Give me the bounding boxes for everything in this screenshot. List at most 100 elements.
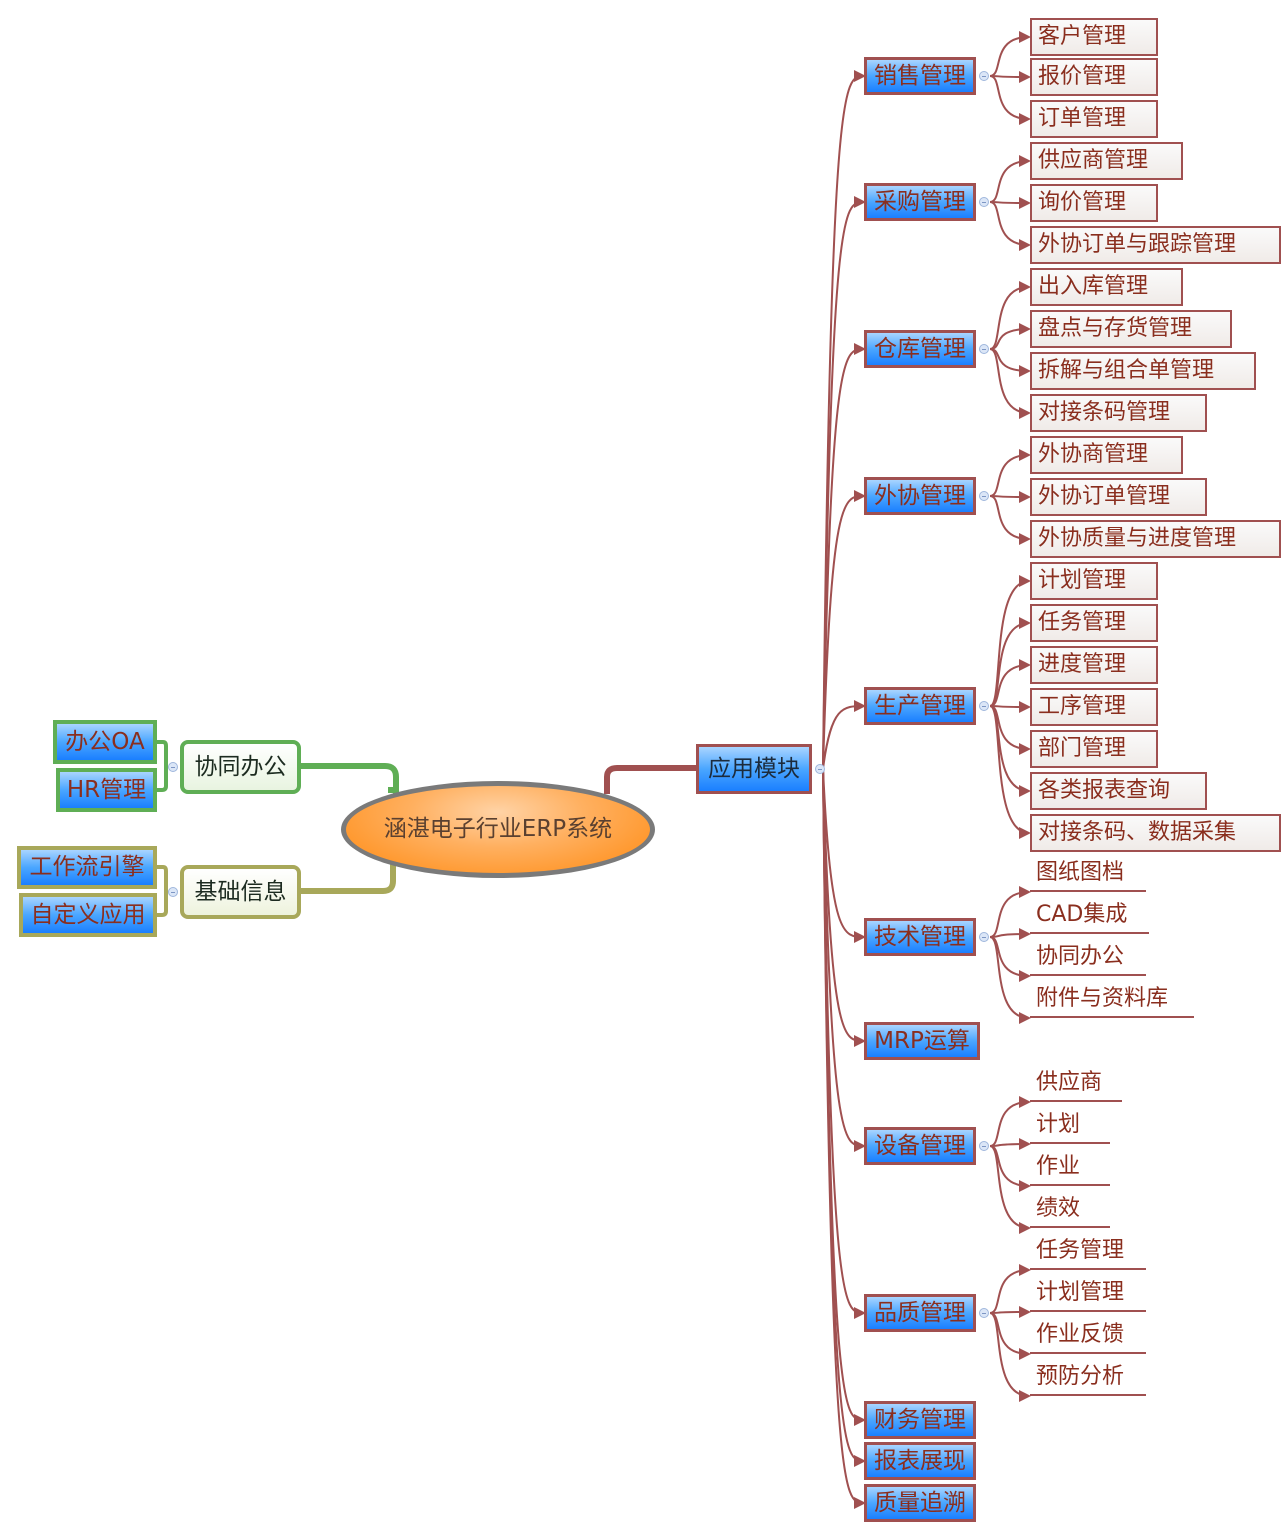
root-topic[interactable]: 涵湛电子行业ERP系统 [341, 781, 655, 878]
sub-module-connector [989, 705, 1031, 839]
sub-module-node[interactable]: 供应商管理 [1030, 142, 1183, 180]
module-connector [822, 768, 866, 943]
sub-module-label: 对接条码、数据采集 [1038, 820, 1237, 845]
branch-app-modules[interactable]: 应用模块 [696, 744, 812, 794]
module-node[interactable]: 外协管理 [864, 477, 976, 515]
sub-module-node[interactable]: 外协订单与跟踪管理 [1030, 226, 1281, 264]
sub-module-label: 对接条码管理 [1038, 400, 1171, 425]
sub-module-node[interactable]: 计划管理 [1030, 1272, 1146, 1312]
sub-module-label: 附件与资料库 [1036, 986, 1169, 1011]
sub-module-connector [989, 1306, 1031, 1319]
sub-module-label: 作业 [1036, 1154, 1081, 1179]
collapse-toggle-icon[interactable] [979, 701, 989, 711]
collapse-toggle-icon[interactable] [815, 764, 825, 774]
sub-module-connector [989, 348, 1031, 419]
collapse-toggle-icon[interactable] [979, 491, 989, 501]
module-label: 采购管理 [874, 188, 966, 215]
sub-module-node[interactable]: 订单管理 [1030, 100, 1158, 138]
branch-label: 协同办公 [194, 753, 287, 780]
sub-module-node[interactable]: 出入库管理 [1030, 268, 1183, 306]
sub-module-node[interactable]: 询价管理 [1030, 184, 1158, 222]
leaf-workflow-engine[interactable]: 工作流引擎 [17, 846, 157, 889]
sub-module-label: 进度管理 [1038, 652, 1127, 677]
sub-module-node[interactable]: 报价管理 [1030, 58, 1158, 96]
sub-module-node[interactable]: 图纸图档 [1030, 852, 1146, 892]
sub-module-connector [989, 1096, 1031, 1147]
module-connector [822, 196, 866, 770]
module-node[interactable]: 采购管理 [864, 183, 976, 221]
sub-module-node[interactable]: 对接条码、数据采集 [1030, 814, 1281, 852]
sub-module-node[interactable]: 客户管理 [1030, 18, 1158, 56]
module-node[interactable]: 技术管理 [864, 918, 976, 956]
module-label: 技术管理 [874, 923, 966, 950]
sub-module-connector [989, 1312, 1031, 1402]
collapse-toggle-icon[interactable] [979, 1308, 989, 1318]
module-node[interactable]: 仓库管理 [864, 330, 976, 368]
sub-module-node[interactable]: 各类报表查询 [1030, 772, 1207, 810]
sub-module-node[interactable]: 对接条码管理 [1030, 394, 1207, 432]
sub-module-node[interactable]: 任务管理 [1030, 604, 1158, 642]
sub-module-connector [989, 281, 1031, 350]
collapse-toggle-icon[interactable] [979, 197, 989, 207]
sub-module-node[interactable]: 拆解与组合单管理 [1030, 352, 1256, 390]
leaf-custom-app[interactable]: 自定义应用 [19, 893, 157, 937]
leaf-hr[interactable]: HR管理 [56, 768, 157, 812]
module-node[interactable]: 品质管理 [864, 1294, 976, 1332]
sub-module-label: 工序管理 [1038, 694, 1127, 719]
collapse-toggle-icon[interactable] [979, 344, 989, 354]
sub-module-label: 作业反馈 [1036, 1322, 1125, 1347]
sub-module-node[interactable]: 作业反馈 [1030, 1314, 1146, 1354]
module-label: MRP运算 [874, 1027, 970, 1054]
module-label: 品质管理 [874, 1299, 966, 1326]
branch-label: 应用模块 [708, 755, 800, 782]
sub-module-connector [989, 936, 1031, 1024]
module-node[interactable]: 质量追溯 [864, 1484, 976, 1522]
sub-module-node[interactable]: 计划 [1030, 1104, 1110, 1144]
sub-module-node[interactable]: 进度管理 [1030, 646, 1158, 684]
collapse-toggle-icon[interactable] [168, 762, 178, 772]
collapse-toggle-icon[interactable] [979, 932, 989, 942]
sub-module-node[interactable]: 外协商管理 [1030, 436, 1183, 474]
sub-module-node[interactable]: 任务管理 [1030, 1230, 1146, 1270]
module-node[interactable]: 报表展现 [864, 1442, 976, 1480]
module-node[interactable]: 财务管理 [864, 1401, 976, 1439]
sub-module-node[interactable]: 外协订单管理 [1030, 478, 1207, 516]
sub-module-node[interactable]: 作业 [1030, 1146, 1110, 1186]
sub-module-connector [989, 155, 1031, 203]
sub-module-label: 出入库管理 [1038, 274, 1149, 299]
module-connector [822, 768, 866, 1047]
sub-module-node[interactable]: 计划管理 [1030, 562, 1158, 600]
collapse-toggle-icon[interactable] [979, 71, 989, 81]
leaf-label: HR管理 [66, 776, 147, 803]
sub-module-node[interactable]: 外协质量与进度管理 [1030, 520, 1281, 558]
sub-module-connector [989, 449, 1031, 497]
collapse-toggle-icon[interactable] [168, 887, 178, 897]
sub-module-label: 外协订单与跟踪管理 [1038, 232, 1237, 257]
collapse-toggle-icon[interactable] [979, 1141, 989, 1151]
sub-module-label: 拆解与组合单管理 [1038, 358, 1215, 383]
sub-module-node[interactable]: 盘点与存货管理 [1030, 310, 1232, 348]
module-connector [822, 700, 866, 770]
leaf-office-oa[interactable]: 办公OA [53, 720, 157, 764]
sub-module-label: 询价管理 [1038, 190, 1127, 215]
sub-module-node[interactable]: 绩效 [1030, 1188, 1110, 1228]
sub-module-node[interactable]: 附件与资料库 [1030, 978, 1194, 1018]
sub-module-node[interactable]: 供应商 [1030, 1062, 1122, 1102]
module-node[interactable]: 销售管理 [864, 57, 976, 95]
branch-collab-office[interactable]: 协同办公 [180, 740, 301, 794]
bracket-collab [157, 740, 168, 792]
sub-module-node[interactable]: 协同办公 [1030, 936, 1146, 976]
sub-module-node[interactable]: CAD集成 [1030, 894, 1149, 934]
sub-module-connector [989, 490, 1031, 503]
module-label: 销售管理 [874, 62, 966, 89]
module-label: 报表展现 [874, 1447, 966, 1474]
sub-module-node[interactable]: 工序管理 [1030, 688, 1158, 726]
root-connector-basic [300, 862, 396, 894]
sub-module-node[interactable]: 预防分析 [1030, 1356, 1146, 1396]
module-node[interactable]: 设备管理 [864, 1127, 976, 1165]
module-node[interactable]: 生产管理 [864, 687, 976, 725]
sub-module-node[interactable]: 部门管理 [1030, 730, 1158, 768]
module-node[interactable]: MRP运算 [864, 1022, 980, 1060]
branch-basic-info[interactable]: 基础信息 [180, 865, 301, 919]
